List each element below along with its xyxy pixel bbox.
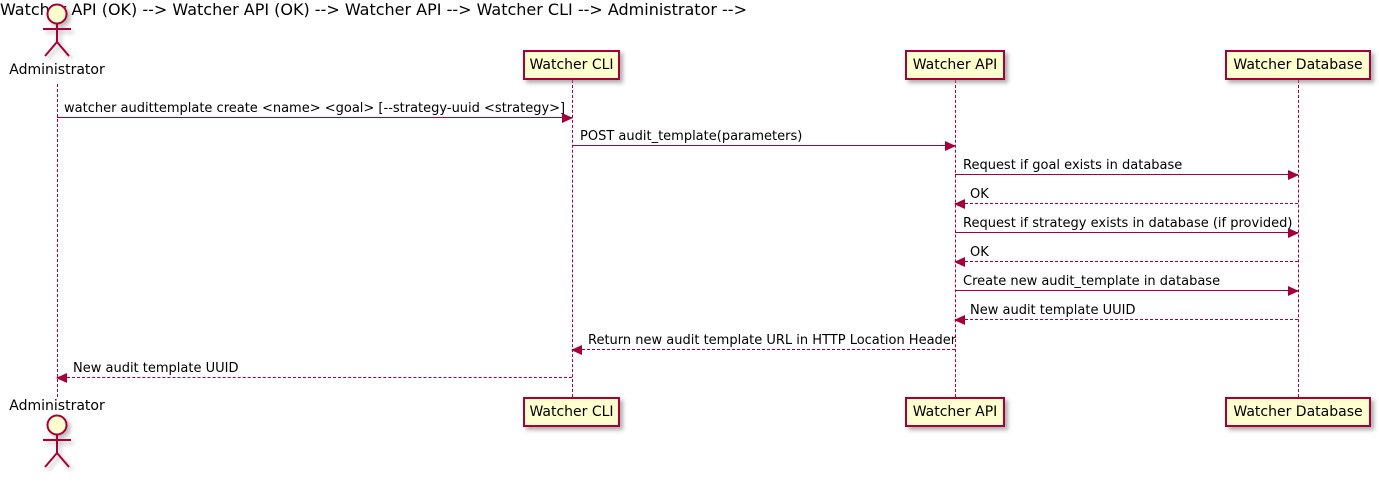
actor-icon xyxy=(43,414,71,468)
message-arrow xyxy=(955,286,1299,296)
message-label: POST audit_template(parameters) xyxy=(580,129,803,144)
participant-box-watcher-cli-top: Watcher CLI xyxy=(523,50,620,80)
arrowhead-left-icon xyxy=(56,373,67,383)
actor-label-bottom: Administrator xyxy=(9,398,105,414)
message-label: OK xyxy=(970,187,989,202)
participant-box-watcher-api-bottom: Watcher API xyxy=(905,397,1005,427)
message-arrow xyxy=(57,113,573,123)
message-label: New audit template UUID xyxy=(73,361,239,376)
participant-box-watcher-database-top: Watcher Database xyxy=(1225,50,1371,80)
message-label: Request if strategy exists in database (… xyxy=(963,216,1293,231)
lifeline-watcher-api xyxy=(955,80,956,397)
lifeline-watcher-cli xyxy=(572,80,573,397)
arrowhead-right-icon xyxy=(562,113,573,123)
message-label: Return new audit template URL in HTTP Lo… xyxy=(588,333,957,348)
arrowhead-right-icon xyxy=(1288,170,1299,180)
message-label: New audit template UUID xyxy=(970,303,1136,318)
arrowhead-left-icon xyxy=(954,257,965,267)
message-label: watcher audittemplate create <name> <goa… xyxy=(64,101,566,116)
message-arrow xyxy=(954,315,1298,325)
arrowhead-right-icon xyxy=(945,141,956,151)
lifeline-watcher-database xyxy=(1298,80,1299,397)
actor-icon xyxy=(43,3,71,57)
arrowhead-left-icon xyxy=(954,315,965,325)
arrowhead-left-icon xyxy=(571,345,582,355)
message-arrow xyxy=(955,170,1299,180)
message-arrow xyxy=(954,199,1298,209)
message-arrow xyxy=(571,345,955,355)
arrowhead-right-icon xyxy=(1288,286,1299,296)
participant-box-watcher-cli-bottom: Watcher CLI xyxy=(523,397,620,427)
participant-box-watcher-api-top: Watcher API xyxy=(905,50,1005,80)
message-label: OK xyxy=(970,245,989,260)
participant-box-watcher-database-bottom: Watcher Database xyxy=(1225,397,1371,427)
lifeline-administrator xyxy=(57,84,58,397)
message-arrow xyxy=(955,228,1299,238)
message-label: Create new audit_template in database xyxy=(963,274,1221,289)
message-arrow xyxy=(954,257,1298,267)
arrowhead-left-icon xyxy=(954,199,965,209)
message-arrow xyxy=(56,373,572,383)
arrowhead-right-icon xyxy=(1288,228,1299,238)
message-label: Request if goal exists in database xyxy=(963,158,1183,173)
actor-label-top: Administrator xyxy=(9,62,105,78)
message-arrow xyxy=(572,141,956,151)
